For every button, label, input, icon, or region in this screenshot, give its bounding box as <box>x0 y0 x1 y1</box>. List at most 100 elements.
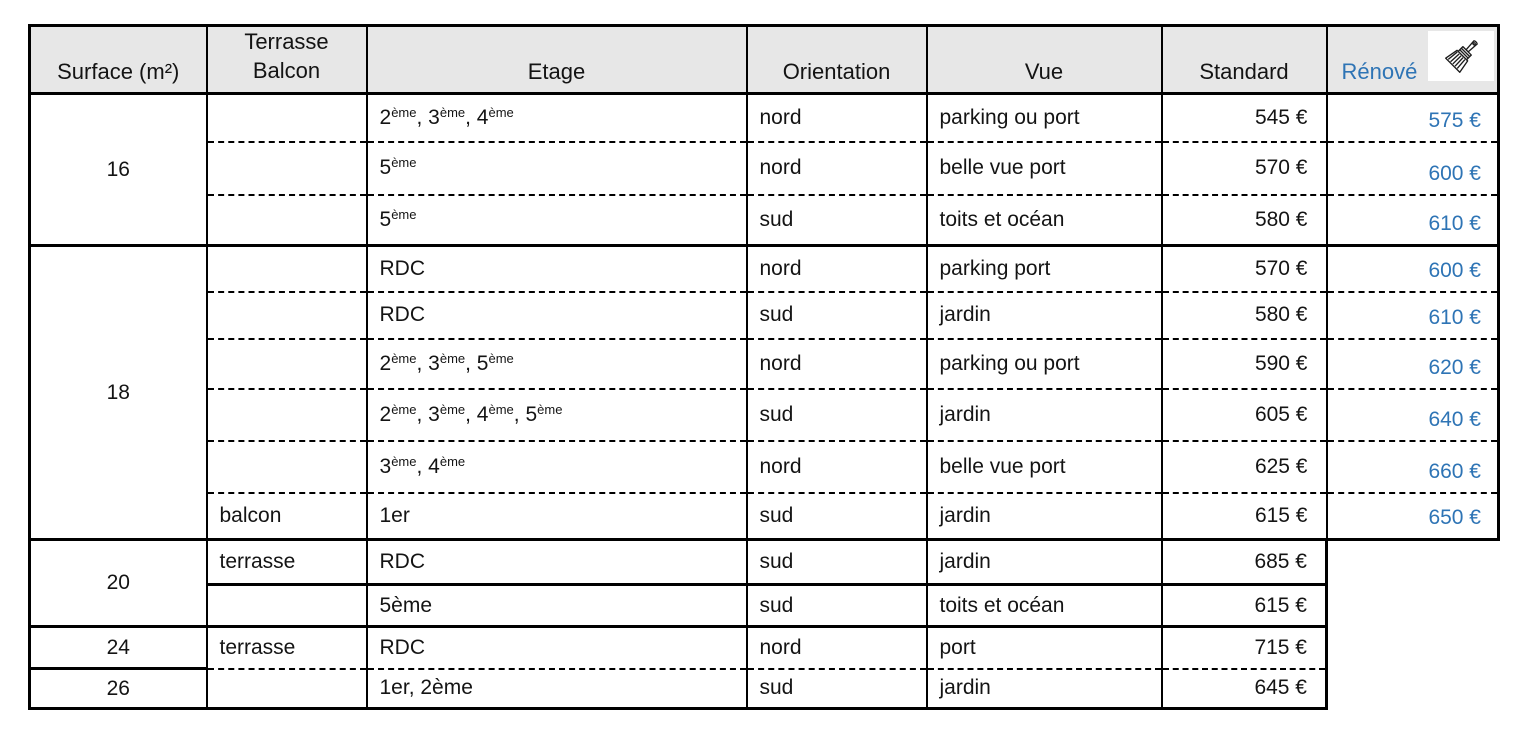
header-standard: Standard <box>1161 24 1328 95</box>
cell-renove: 640 € <box>1326 388 1500 442</box>
cell-vue: jardin <box>926 668 1163 710</box>
cell-orientation: sud <box>746 194 928 247</box>
cell-orientation: sud <box>746 291 928 340</box>
cell-renove: 650 € <box>1326 492 1500 541</box>
header-orientation: Orientation <box>746 24 928 95</box>
cell-terrasse <box>206 141 368 196</box>
cell-orientation: nord <box>746 245 928 293</box>
header-renove: Rénové <box>1326 24 1500 95</box>
cell-terrasse <box>206 194 368 247</box>
cell-orientation: nord <box>746 626 928 670</box>
cell-orientation: sud <box>746 388 928 442</box>
cell-terrasse <box>206 668 368 710</box>
cell-standard: 605 € <box>1161 388 1328 442</box>
cell-terrasse <box>206 338 368 390</box>
cell-vue: parking ou port <box>926 338 1163 390</box>
cell-etage: 5ème <box>366 194 748 247</box>
cell-orientation: sud <box>746 668 928 710</box>
cell-standard: 590 € <box>1161 338 1328 390</box>
cell-etage: 2ème, 3ème, 4ème, 5ème <box>366 388 748 442</box>
paintbrush-icon <box>1428 31 1494 81</box>
cell-terrasse: balcon <box>206 492 368 541</box>
cell-terrasse: terrasse <box>206 626 368 670</box>
cell-standard: 615 € <box>1161 584 1328 628</box>
cell-etage: 2ème, 3ème, 4ème <box>366 93 748 143</box>
cell-standard: 685 € <box>1161 539 1328 586</box>
cell-orientation: nord <box>746 93 928 143</box>
cell-standard: 580 € <box>1161 194 1328 247</box>
cell-standard: 570 € <box>1161 245 1328 293</box>
cell-renove: 575 € <box>1326 93 1500 143</box>
cell-etage: RDC <box>366 539 748 586</box>
cell-surface: 18 <box>28 245 208 541</box>
cell-renove: 600 € <box>1326 245 1500 293</box>
cell-orientation: nord <box>746 338 928 390</box>
cell-standard: 715 € <box>1161 626 1328 670</box>
cell-surface: 16 <box>28 93 208 247</box>
cell-vue: jardin <box>926 539 1163 586</box>
header-terrasse-balcon: Terrasse Balcon <box>206 24 368 95</box>
cell-surface: 24 <box>28 626 208 670</box>
cell-standard: 625 € <box>1161 440 1328 494</box>
cell-terrasse <box>206 291 368 340</box>
cell-vue: parking port <box>926 245 1163 293</box>
header-etage: Etage <box>366 24 748 95</box>
cell-vue: jardin <box>926 492 1163 541</box>
cell-terrasse <box>206 388 368 442</box>
cell-surface: 26 <box>28 668 208 710</box>
cell-renove: 610 € <box>1326 291 1500 340</box>
cell-renove: 610 € <box>1326 194 1500 247</box>
cell-standard: 615 € <box>1161 492 1328 541</box>
cell-standard: 580 € <box>1161 291 1328 340</box>
cell-etage: 2ème, 3ème, 5ème <box>366 338 748 390</box>
cell-standard: 570 € <box>1161 141 1328 196</box>
cell-etage: 5ème <box>366 141 748 196</box>
cell-terrasse: terrasse <box>206 539 368 586</box>
cell-terrasse <box>206 440 368 494</box>
cell-vue: parking ou port <box>926 93 1163 143</box>
header-terrasse-line2: Balcon <box>252 58 321 83</box>
cell-etage: 3ème, 4ème <box>366 440 748 494</box>
cell-vue: toits et océan <box>926 194 1163 247</box>
cell-surface: 20 <box>28 539 208 628</box>
cell-orientation: nord <box>746 141 928 196</box>
cell-orientation: sud <box>746 539 928 586</box>
header-vue: Vue <box>926 24 1163 95</box>
cell-etage: RDC <box>366 245 748 293</box>
cell-orientation: sud <box>746 584 928 628</box>
cell-standard: 545 € <box>1161 93 1328 143</box>
cell-terrasse <box>206 245 368 293</box>
header-renove-label: Rénové <box>1341 59 1418 84</box>
cell-terrasse <box>206 584 368 628</box>
cell-standard: 645 € <box>1161 668 1328 710</box>
price-table: Surface (m²) Terrasse Balcon Etage Orien… <box>28 24 1500 710</box>
cell-orientation: sud <box>746 492 928 541</box>
cell-renove: 620 € <box>1326 338 1500 390</box>
cell-renove: 600 € <box>1326 141 1500 196</box>
header-row: Surface (m²) Terrasse Balcon Etage Orien… <box>28 24 1500 95</box>
cell-vue: jardin <box>926 291 1163 340</box>
cell-etage: RDC <box>366 626 748 670</box>
cell-etage: RDC <box>366 291 748 340</box>
cell-vue: port <box>926 626 1163 670</box>
cell-orientation: nord <box>746 440 928 494</box>
cell-vue: jardin <box>926 388 1163 442</box>
header-surface: Surface (m²) <box>28 24 208 95</box>
cell-etage: 1er <box>366 492 748 541</box>
cell-etage: 1er, 2ème <box>366 668 748 710</box>
cell-vue: belle vue port <box>926 440 1163 494</box>
